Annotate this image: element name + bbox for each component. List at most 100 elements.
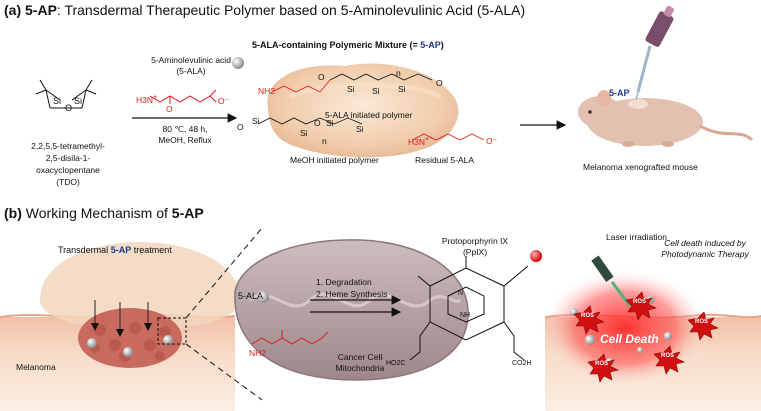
ppix-nh: NH <box>460 312 471 319</box>
mitochondrion <box>234 239 469 381</box>
ala-structure <box>149 89 217 104</box>
ala-h3n-text: H3N <box>136 94 154 105</box>
ppix-co2h: CO2H <box>512 360 532 367</box>
meoh-initiated-label: MeOH initiated polymer <box>290 155 379 165</box>
ros-label-2: ROS <box>633 299 647 305</box>
caption-line-2: Photodynamic Therapy <box>661 249 749 259</box>
mito-label-line-1: Cancer Cell <box>337 352 383 362</box>
panel-a-label: (a) <box>4 2 22 18</box>
conditions-line-2: MeOH, Reflux <box>158 135 212 145</box>
panel-a-title-bold: 5-AP <box>25 2 57 18</box>
mech-nh2: NH2 <box>249 348 267 358</box>
polymer-o-2: O <box>237 122 244 132</box>
polymer-chains <box>257 73 433 125</box>
ppix-label: Protoporphyrin IX (PpIX) <box>430 236 520 258</box>
polymer-si-6: Si <box>326 118 334 128</box>
laser-label: Laser irradiation <box>606 232 667 242</box>
mechanism-steps: 1. Degradation 2. Heme Synthesis <box>316 276 387 300</box>
reaction-conditions: 80 ℃, 48 h, MeOH, Reflux <box>140 124 230 146</box>
tdo-label-line-1: 2,2,5,5-tetramethyl- <box>31 141 105 151</box>
panel-b-header: (b) Working Mechanism of 5-AP <box>4 205 204 221</box>
cell-death-label: Cell Death <box>600 332 659 346</box>
ppix-ho2c: HO2C <box>386 360 406 367</box>
ala-h3n: H3N+ <box>136 93 157 105</box>
melanoma-label: Melanoma <box>16 362 56 372</box>
ppix-label-line-1: Protoporphyrin IX <box>441 236 509 246</box>
polymer-o-carbonyl: O <box>318 72 325 82</box>
ala-label: 5-Aminolevulinic acid (5-ALA) <box>136 55 246 77</box>
residual-label: Residual 5-ALA <box>415 155 475 165</box>
tdo-label-line-3: oxacyclopentane <box>36 165 100 175</box>
red-glow <box>540 268 710 388</box>
ros-label-4: ROS <box>661 353 675 359</box>
mixture-title: 5-ALA-containing Polymeric Mixture (= 5-… <box>252 40 444 50</box>
step-degradation: 1. Degradation <box>316 277 372 287</box>
mouse-label: Melanoma xenografted mouse <box>583 162 698 172</box>
panel-b-label: (b) <box>4 205 22 221</box>
polymer-n-2: n <box>322 136 327 146</box>
ppix-structure <box>409 256 529 361</box>
polymer-si-3: Si <box>398 84 406 94</box>
mech-ala-label: 5-ALA <box>238 291 264 301</box>
laser-device <box>591 255 632 307</box>
treatment-label: Transdermal 5-AP treatment <box>58 245 172 255</box>
polymer-si-5: Si <box>300 128 308 138</box>
residual-h3n: H3N+ <box>408 135 429 147</box>
polymer-si-7: Si <box>356 124 364 134</box>
tdo-si-left: Si <box>53 96 62 106</box>
polymer-o-1: O <box>436 78 443 88</box>
penetration-arrows <box>91 300 152 337</box>
tdo-label-line-4: (TDO) <box>56 177 80 187</box>
panel-a-title-rest: : Transdermal Therapeutic Polymer based … <box>56 2 526 18</box>
ros-label-5: ROS <box>595 361 609 367</box>
panel-b-title-rest: Working Mechanism of <box>21 205 172 221</box>
ala-structure-b <box>251 330 329 345</box>
tdo-label-line-2: 2,5-disila-1- <box>45 153 91 163</box>
ppix-label-line-2: (PpIX) <box>462 247 488 257</box>
polymer-o-3: O <box>314 118 321 128</box>
ala-o: O <box>166 104 173 114</box>
tdo-structure <box>35 79 97 109</box>
mito-label: Cancer Cell Mitochondria <box>320 352 400 374</box>
ala-plus: + <box>153 93 158 101</box>
treatment-ap: 5-AP <box>110 245 132 255</box>
ppix-ball <box>530 250 542 262</box>
zoom-box <box>157 317 187 345</box>
ala-chain-red <box>271 79 485 141</box>
ala-label-line-2: (5-ALA) <box>176 66 206 76</box>
ala-label-line-1: 5-Aminolevulinic acid <box>151 55 231 65</box>
caption-line-1: Cell death induced by <box>664 238 746 248</box>
mito-label-line-2: Mitochondria <box>335 363 385 373</box>
ppix-n: N <box>458 290 464 297</box>
polymer-si-4: Si <box>252 116 260 126</box>
mouse-ap-label: 5-AP <box>609 88 630 98</box>
polymer-n-1: n <box>396 68 401 78</box>
residual-h3n-text: H3N <box>408 136 426 147</box>
conditions-line-1: 80 ℃, 48 h, <box>162 124 208 134</box>
mixture-title-ap: 5-AP <box>420 40 441 50</box>
mixture-title-suffix: ) <box>440 40 444 50</box>
panel-b-title-bold: 5-AP <box>171 205 204 221</box>
pipette-illustration <box>635 5 675 101</box>
polymer-si-1: Si <box>347 84 355 94</box>
residual-ominus: O⁻ <box>486 136 498 146</box>
ala-ominus: O⁻ <box>218 96 230 106</box>
step-heme-synthesis: 2. Heme Synthesis <box>316 289 388 299</box>
mouse-illustration <box>578 90 754 147</box>
polymer-nh2: NH2 <box>258 86 276 96</box>
ros-bursts <box>573 291 719 383</box>
ala-ball-a <box>232 57 244 69</box>
ros-label-3: ROS <box>695 319 709 325</box>
polymer-si-2: Si <box>372 86 380 96</box>
tdo-o: O <box>65 103 73 113</box>
treatment-suffix: treatment <box>131 245 172 255</box>
tdo-si-right: Si <box>74 96 83 106</box>
ros-label-1: ROS <box>581 313 595 319</box>
ap-dome <box>40 242 240 330</box>
residual-plus: + <box>425 135 430 143</box>
cell-death-caption: Cell death induced by Photodynamic Thera… <box>650 238 760 260</box>
tdo-label: 2,2,5,5-tetramethyl- 2,5-disila-1- oxacy… <box>8 140 128 188</box>
panel-a-header: (a) 5-AP: Transdermal Therapeutic Polyme… <box>4 2 525 18</box>
treatment-prefix: Transdermal <box>58 245 111 255</box>
